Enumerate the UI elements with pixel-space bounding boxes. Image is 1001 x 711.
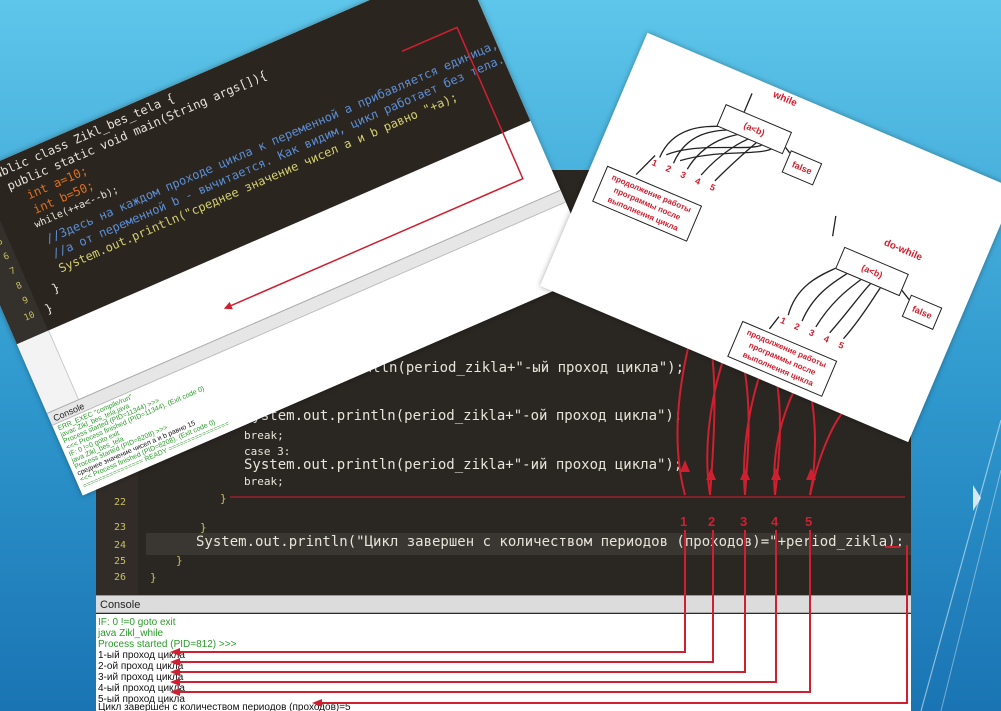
console-tab[interactable]: Console xyxy=(96,595,911,613)
console-output: IF: 0 !=0 goto exit java Zikl_while Proc… xyxy=(96,614,911,711)
code-case-3: case 3: xyxy=(244,445,291,458)
console-line: 3-ий проход цикла xyxy=(98,672,184,683)
console-line: 2-ой проход цикла xyxy=(98,661,184,672)
code-break: break; xyxy=(244,475,284,488)
tilted-editor-screenshot: 1 2 3 4 5 6 7 8 9 10 public class Zikl_b… xyxy=(0,0,597,496)
code-println-3: System.out.println(period_zikla+"-ий про… xyxy=(244,457,683,473)
slide-decoration xyxy=(920,419,1001,711)
line-number: 26 xyxy=(113,572,126,583)
code-brace: } xyxy=(200,521,207,534)
code-brace: } xyxy=(150,571,157,584)
code-break: break; xyxy=(244,429,284,442)
code-brace: } xyxy=(220,492,227,505)
console-line: 4-ый проход цикла xyxy=(98,683,185,694)
console-line: 5-ый проход цикла xyxy=(98,694,185,705)
code-println-2: System.out.println(period_zikla+"-ой про… xyxy=(244,408,683,424)
line-number: 23 xyxy=(113,522,126,533)
code-line-24: System.out.println("Цикл завершен с коли… xyxy=(196,534,905,550)
console-line: Process started (PID=812) >>> xyxy=(98,639,237,650)
code-brace: } xyxy=(176,554,183,567)
line-number: 22 xyxy=(113,497,126,508)
console-line: java Zikl_while xyxy=(98,628,164,639)
console-line: 1-ый проход цикла xyxy=(98,650,185,661)
loop-diagram-screenshot: while (a<b) false 1 2 3 4 5 продолжение … xyxy=(539,32,1001,443)
line-number: 24 xyxy=(113,540,126,551)
line-number: 25 xyxy=(113,556,126,567)
console-line: Цикл завершен с количеством периодов (пр… xyxy=(98,702,351,711)
console-line: IF: 0 !=0 goto exit xyxy=(98,617,176,628)
tilted-red-arrows xyxy=(223,26,524,310)
